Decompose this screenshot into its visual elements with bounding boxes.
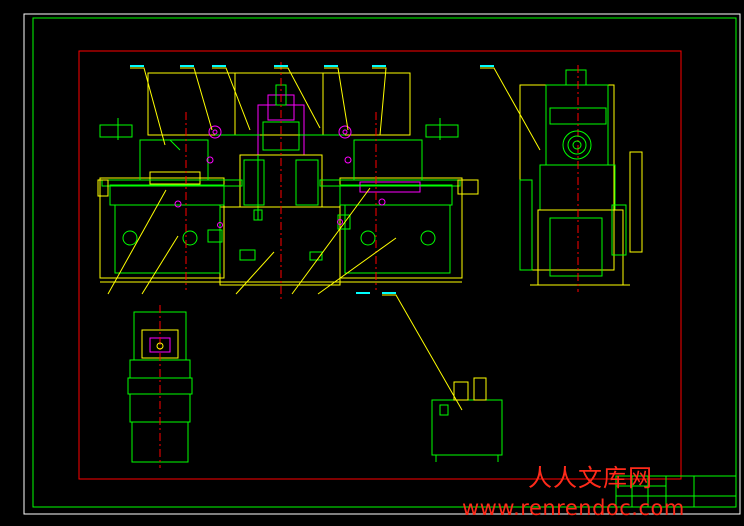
watermark-line-1: 人人文库网 [528, 464, 653, 492]
side-view [519, 65, 643, 292]
front-view [97, 62, 479, 300]
outer-frame [32, 17, 737, 508]
detail-view-left [127, 305, 193, 468]
sheet-border [23, 13, 741, 515]
leader-lines [107, 67, 541, 411]
hydraulic-unit [431, 377, 503, 462]
spindle-icon [562, 130, 592, 160]
watermark-line-2: www.renrendoc.com [462, 496, 685, 520]
title-block [615, 475, 737, 508]
label-flags-top [130, 65, 494, 294]
inner-frame [78, 50, 682, 480]
gear-icon [206, 125, 352, 164]
